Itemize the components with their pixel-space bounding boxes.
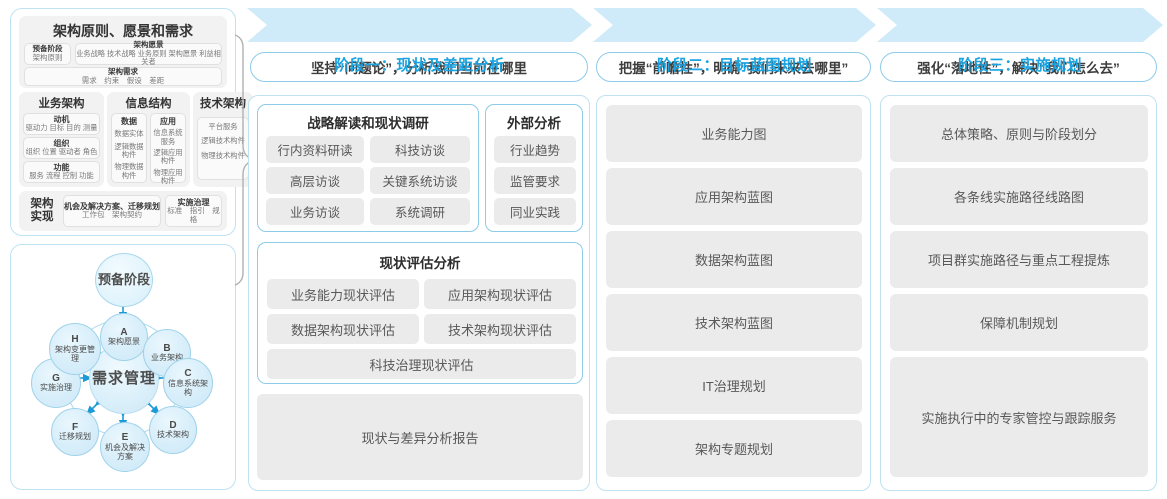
adm-node-c[interactable]: C 信息系统架构 bbox=[163, 358, 213, 408]
adm-node-f[interactable]: F 迁移规划 bbox=[51, 408, 99, 456]
chip-internal-materials[interactable]: 行内资料研读 bbox=[266, 136, 364, 163]
phase-1-banner-label: 阶段一：现状及差距分析 bbox=[334, 56, 505, 74]
card-current-state-assessment: 现状评估分析 业务能力现状评估 应用架构现状评估 数据架构现状评估 技术架构现状… bbox=[257, 242, 583, 384]
business-architecture-title: 业务架构 bbox=[38, 98, 85, 110]
chip-technology-architecture-assessment[interactable]: 技术架构现状评估 bbox=[424, 314, 576, 344]
phase-2-banner: 阶段二：目标蓝图规划 bbox=[593, 8, 876, 74]
phase-3-body: 总体策略、原则与阶段划分 各条线实施路径线路图 项目群实施路径与重点工程提炼 保… bbox=[880, 95, 1157, 491]
technology-architecture-title: 技术架构 bbox=[200, 98, 246, 110]
phase-2-item-6[interactable]: 架构专题规划 bbox=[606, 420, 862, 477]
chip-business-interview[interactable]: 业务访谈 bbox=[266, 198, 364, 225]
card-strategy-research: 战略解读和现状调研 行内资料研读 科技访谈 高层访谈 关键系统访谈 业务访谈 系… bbox=[257, 104, 479, 232]
adm-node-prep[interactable]: 预备阶段 bbox=[95, 253, 153, 307]
framework-header-title: 架构原则、愿景和需求 bbox=[53, 23, 193, 39]
architecture-vision-cell: 架构愿景 业务战略 技术战略 业务原则 架构愿景 利益相关者 bbox=[75, 40, 222, 67]
chip-system-research[interactable]: 系统调研 bbox=[370, 198, 470, 225]
architecture-requirements-cell: 架构需求 需求 约束 假设 差距 bbox=[24, 67, 222, 86]
phase-2-item-5[interactable]: IT治理规划 bbox=[606, 357, 862, 414]
opportunity-migration-cell: 机会及解决方案、迁移规划 工作包 架构契约 bbox=[63, 195, 161, 227]
phase-1-banner: 阶段一：现状及差距分析 bbox=[247, 8, 592, 74]
chip-business-capability-assessment[interactable]: 业务能力现状评估 bbox=[267, 279, 419, 309]
architecture-realization-label: 架构实现 bbox=[30, 198, 54, 224]
phase-2-item-4[interactable]: 技术架构蓝图 bbox=[606, 294, 862, 351]
phase-3-subtitle: 强化“落地性”，解决“我们怎么去” bbox=[880, 52, 1157, 82]
phase-2-subtitle: 把握“前瞻性”，明确“我们未来去哪里” bbox=[596, 52, 871, 82]
phase-3-item-5[interactable]: 实施执行中的专家管控与跟踪服务 bbox=[890, 357, 1148, 477]
phase-2-chevron-shape bbox=[593, 8, 876, 42]
card-external-analysis: 外部分析 行业趋势 监管要求 同业实践 bbox=[485, 104, 583, 232]
application-subcolumn: 应用 信息系统服务 逻辑应用构件 物理应用构件 bbox=[150, 113, 186, 185]
data-subcolumn: 数据 数据实体 逻辑数据构件 物理数据构件 bbox=[111, 113, 147, 183]
motivation-cell: 动机 驱动力 目标 目的 测量 bbox=[23, 113, 100, 135]
phase-3-item-3[interactable]: 项目群实施路径与重点工程提炼 bbox=[890, 231, 1148, 288]
chip-regulatory-requirement[interactable]: 监管要求 bbox=[494, 167, 576, 194]
adm-cycle-panel: 预备阶段 需求管理 A 架构愿景 B 业务架构 C 信息系统架构 D 技术架构 … bbox=[10, 244, 236, 490]
phase-2-item-3[interactable]: 数据架构蓝图 bbox=[606, 231, 862, 288]
phase-2-item-1[interactable]: 业务能力图 bbox=[606, 105, 862, 162]
function-cell: 功能 服务 流程 控制 功能 bbox=[23, 161, 100, 183]
phase-3-item-4[interactable]: 保障机制规划 bbox=[890, 294, 1148, 351]
organization-cell: 组织 组织 位置 驱动者 角色 bbox=[23, 137, 100, 159]
adm-node-e[interactable]: E 机会及解决方案 bbox=[100, 422, 150, 472]
chip-peer-practice[interactable]: 同业实践 bbox=[494, 198, 576, 225]
phase-2-banner-label: 阶段二：目标蓝图规划 bbox=[656, 56, 812, 74]
adm-node-a[interactable]: A 架构愿景 bbox=[100, 313, 148, 361]
phase-3-item-2[interactable]: 各条线实施路径线路图 bbox=[890, 168, 1148, 225]
adm-node-d[interactable]: D 技术架构 bbox=[149, 406, 197, 454]
chip-key-system-interview[interactable]: 关键系统访谈 bbox=[370, 167, 470, 194]
phase-2-item-2[interactable]: 应用架构蓝图 bbox=[606, 168, 862, 225]
technology-subcolumn: 平台服务 逻辑技术构件 物理技术构件 bbox=[197, 117, 249, 180]
phase-1-body: 战略解读和现状调研 行内资料研读 科技访谈 高层访谈 关键系统访谈 业务访谈 系… bbox=[248, 95, 590, 491]
chip-tech-interview[interactable]: 科技访谈 bbox=[370, 136, 470, 163]
framework-header-group: 架构原则、愿景和需求 预备阶段 架构原则 架构愿景 业务战略 技术战略 业务原则… bbox=[19, 16, 227, 88]
chip-executive-interview[interactable]: 高层访谈 bbox=[266, 167, 364, 194]
card-strategy-research-title: 战略解读和现状调研 bbox=[307, 116, 429, 131]
phase-3-banner: 阶段三：实施规划 bbox=[877, 8, 1163, 74]
phase-2-body: 业务能力图 应用架构蓝图 数据架构蓝图 技术架构蓝图 IT治理规划 架构专题规划 bbox=[596, 95, 871, 491]
phase-3-chevron-shape bbox=[877, 8, 1163, 42]
business-architecture-group: 业务架构 动机 驱动力 目标 目的 测量 组织 组织 位置 驱动者 角色 功能 … bbox=[19, 92, 104, 187]
phase-1-chevron-shape bbox=[247, 8, 592, 42]
phase-1-report[interactable]: 现状与差异分析报告 bbox=[257, 394, 583, 480]
phase-3-item-1[interactable]: 总体策略、原则与阶段划分 bbox=[890, 105, 1148, 162]
chip-data-architecture-assessment[interactable]: 数据架构现状评估 bbox=[267, 314, 419, 344]
information-structure-group: 信息结构 数据 数据实体 逻辑数据构件 物理数据构件 应用 信息系统服务 逻辑应… bbox=[107, 92, 190, 187]
phase-1-subtitle: 坚持“问题论”，分析我们当前在哪里 bbox=[250, 52, 588, 82]
architecture-realization-group: 架构实现 机会及解决方案、迁移规划 工作包 架构契约 实施治理 标准 指引 规格 bbox=[19, 191, 227, 231]
card-external-analysis-title: 外部分析 bbox=[507, 116, 561, 131]
information-structure-title: 信息结构 bbox=[125, 98, 172, 110]
chip-application-architecture-assessment[interactable]: 应用架构现状评估 bbox=[424, 279, 576, 309]
architecture-framework-panel: 架构原则、愿景和需求 预备阶段 架构原则 架构愿景 业务战略 技术战略 业务原则… bbox=[10, 8, 253, 236]
adm-node-h[interactable]: H 架构变更管理 bbox=[49, 323, 101, 375]
implementation-governance-cell: 实施治理 标准 指引 规格 bbox=[165, 195, 222, 227]
chip-tech-governance-assessment[interactable]: 科技治理现状评估 bbox=[267, 349, 576, 379]
chip-industry-trend[interactable]: 行业趋势 bbox=[494, 136, 576, 163]
phase-3-banner-label: 阶段三：实施规划 bbox=[957, 56, 1082, 74]
card-current-state-assessment-title: 现状评估分析 bbox=[379, 256, 461, 271]
prep-stage-cell: 预备阶段 架构原则 bbox=[24, 43, 71, 65]
